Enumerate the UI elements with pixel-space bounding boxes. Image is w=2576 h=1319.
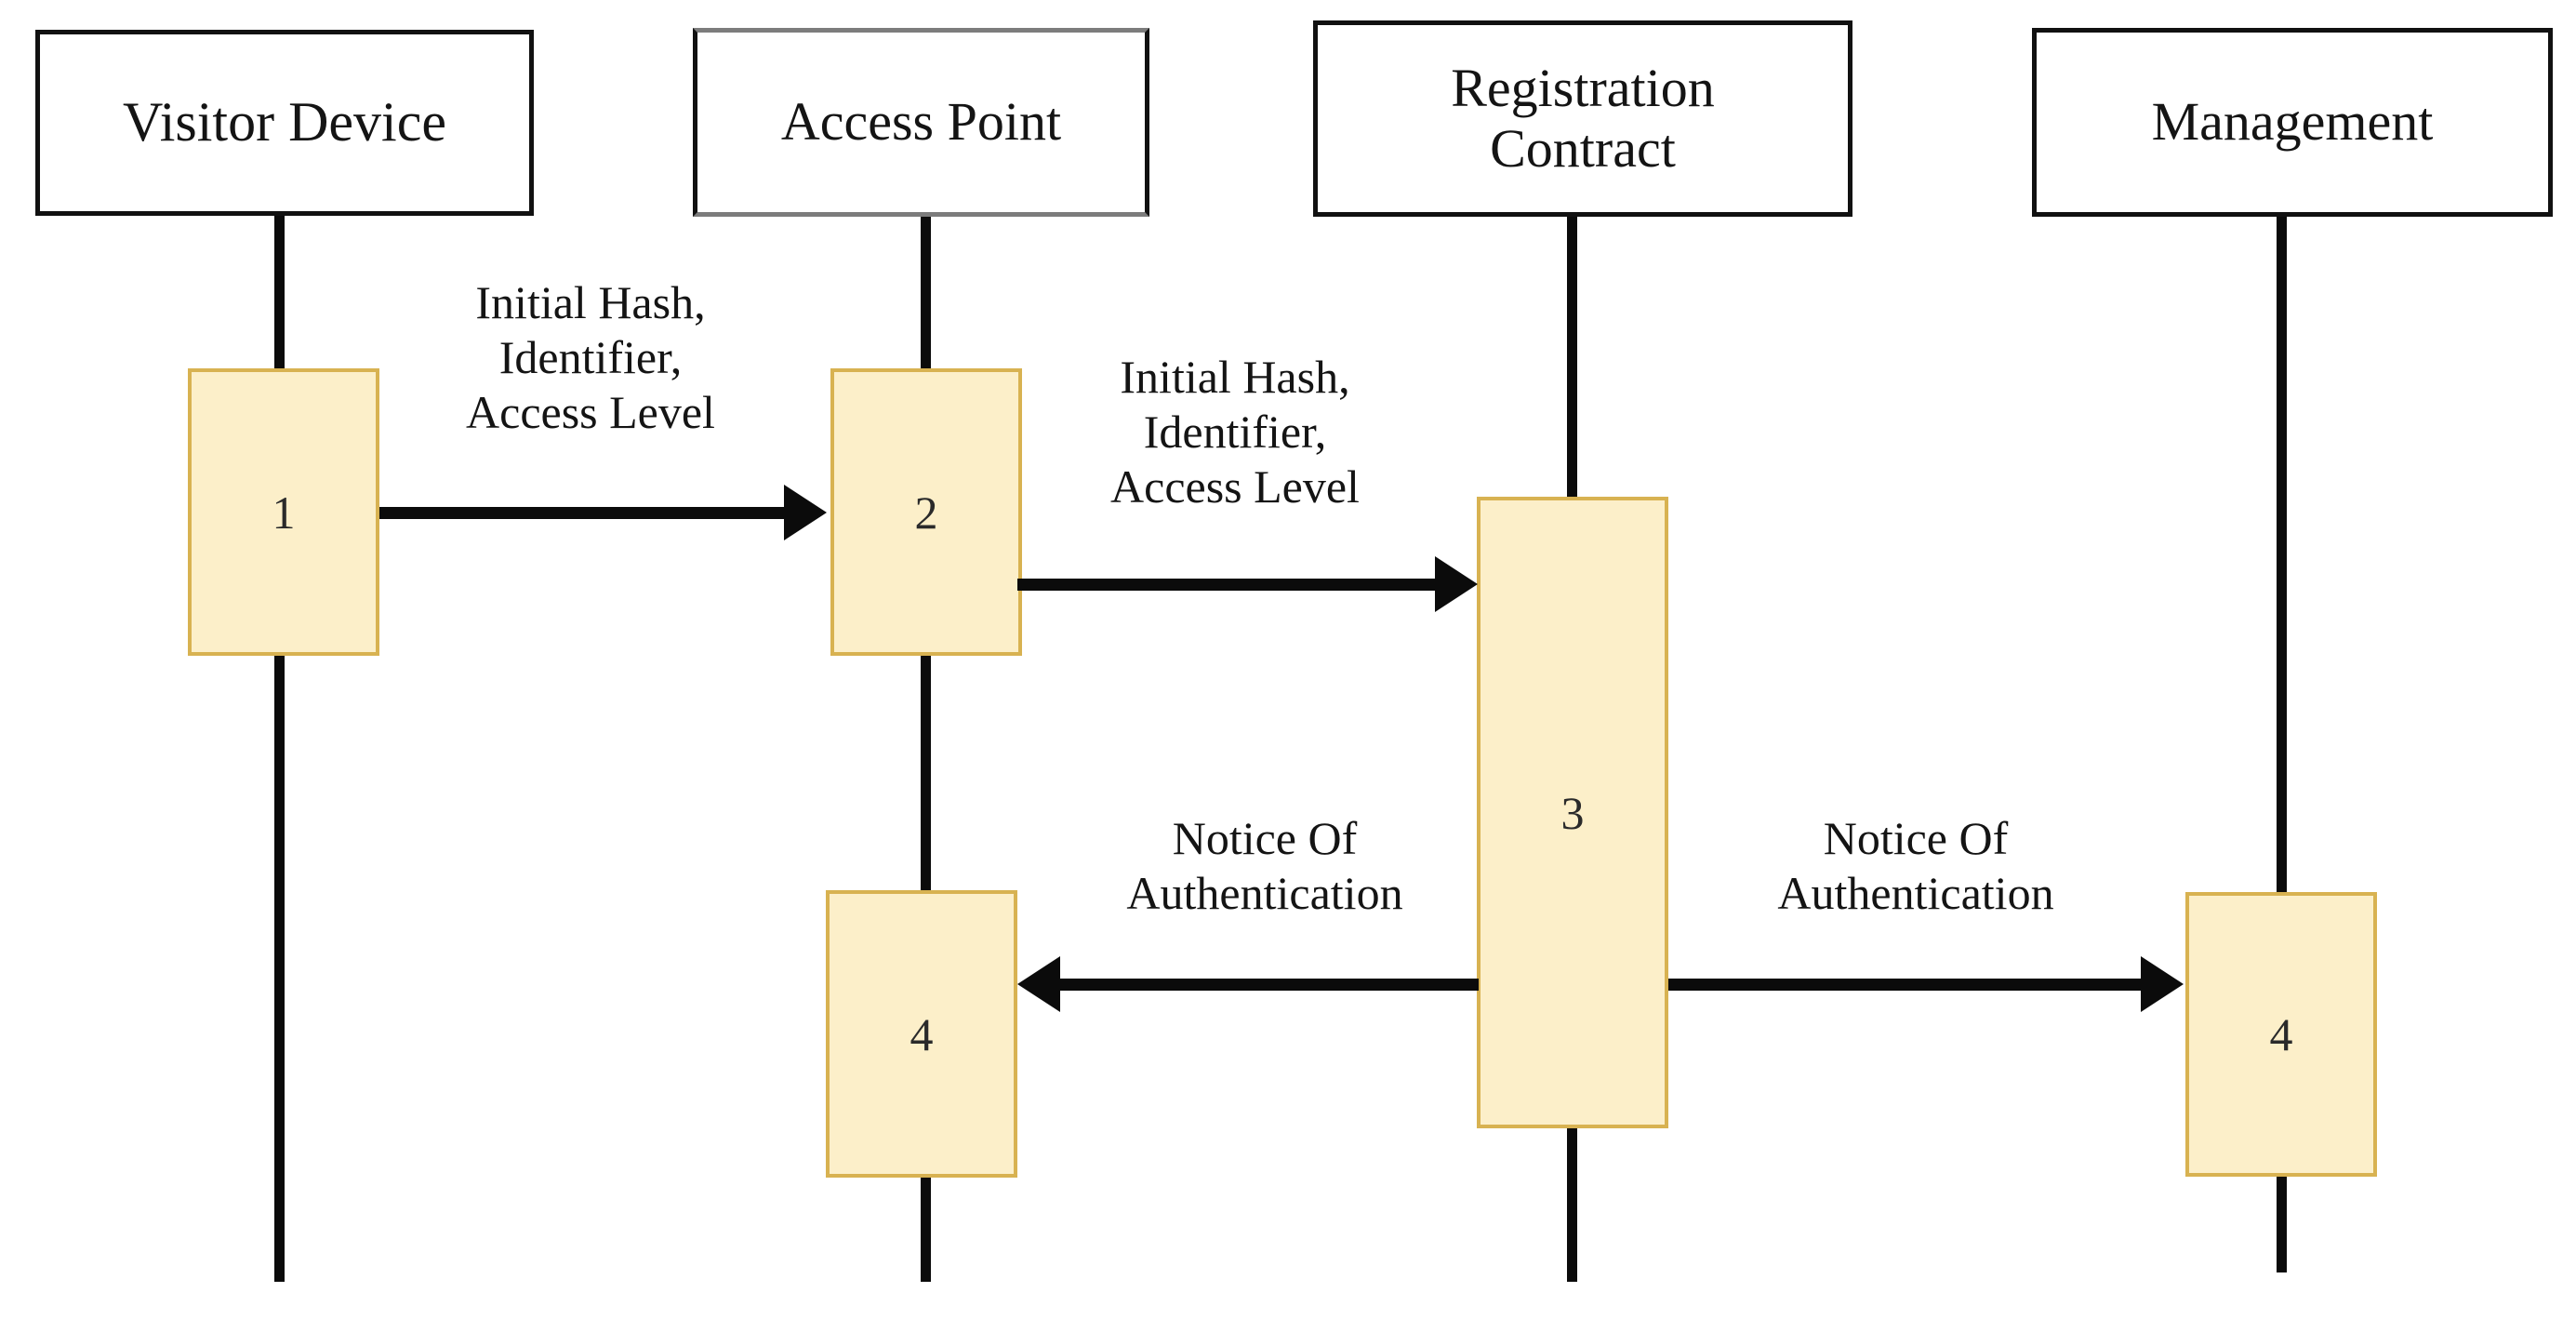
participant-box-management[interactable]: Management	[2032, 28, 2553, 217]
arrow-head-left-icon-3	[1017, 956, 1060, 1012]
lifeline-access-point	[921, 217, 931, 1282]
participant-box-visitor-device[interactable]: Visitor Device	[35, 30, 534, 216]
participant-label-management: Management	[2151, 91, 2434, 153]
message-line-3	[1060, 979, 1479, 991]
message-label-initial-hash-1: Initial Hash, Identifier, Access Level	[466, 276, 715, 438]
activation-bar-registration-contract-3[interactable]: 3	[1477, 497, 1668, 1128]
arrow-head-right-icon-4	[2141, 956, 2184, 1012]
message-line-4	[1668, 979, 2145, 991]
activation-bar-access-point-4[interactable]: 4	[826, 890, 1017, 1178]
arrow-head-right-icon-2	[1435, 556, 1478, 612]
message-label-notice-of-authentication-left: Notice Of Authentication	[1126, 812, 1403, 919]
lifeline-visitor-device	[274, 216, 285, 1282]
activation-number: 2	[914, 486, 938, 539]
participant-label-registration-contract: Registration Contract	[1451, 57, 1715, 179]
participant-label-visitor-device: Visitor Device	[123, 91, 446, 153]
participant-box-access-point[interactable]: Access Point	[693, 28, 1149, 217]
message-line-2	[1017, 579, 1441, 591]
activation-bar-visitor-device-1[interactable]: 1	[188, 368, 379, 656]
activation-number: 3	[1560, 786, 1585, 839]
arrow-head-right-icon-1	[784, 485, 827, 540]
message-label-notice-of-authentication-right: Notice Of Authentication	[1777, 812, 2054, 919]
activation-bar-access-point-2[interactable]: 2	[830, 368, 1022, 656]
participant-label-access-point: Access Point	[780, 91, 1062, 153]
activation-number: 1	[272, 486, 296, 539]
activation-number: 4	[910, 1007, 934, 1060]
message-line-1	[379, 507, 789, 519]
activation-bar-management-4[interactable]: 4	[2185, 892, 2377, 1177]
message-label-initial-hash-2: Initial Hash, Identifier, Access Level	[1110, 351, 1360, 513]
lifeline-management	[2277, 217, 2287, 1272]
activation-number: 4	[2269, 1008, 2293, 1060]
participant-box-registration-contract[interactable]: Registration Contract	[1313, 20, 1852, 217]
